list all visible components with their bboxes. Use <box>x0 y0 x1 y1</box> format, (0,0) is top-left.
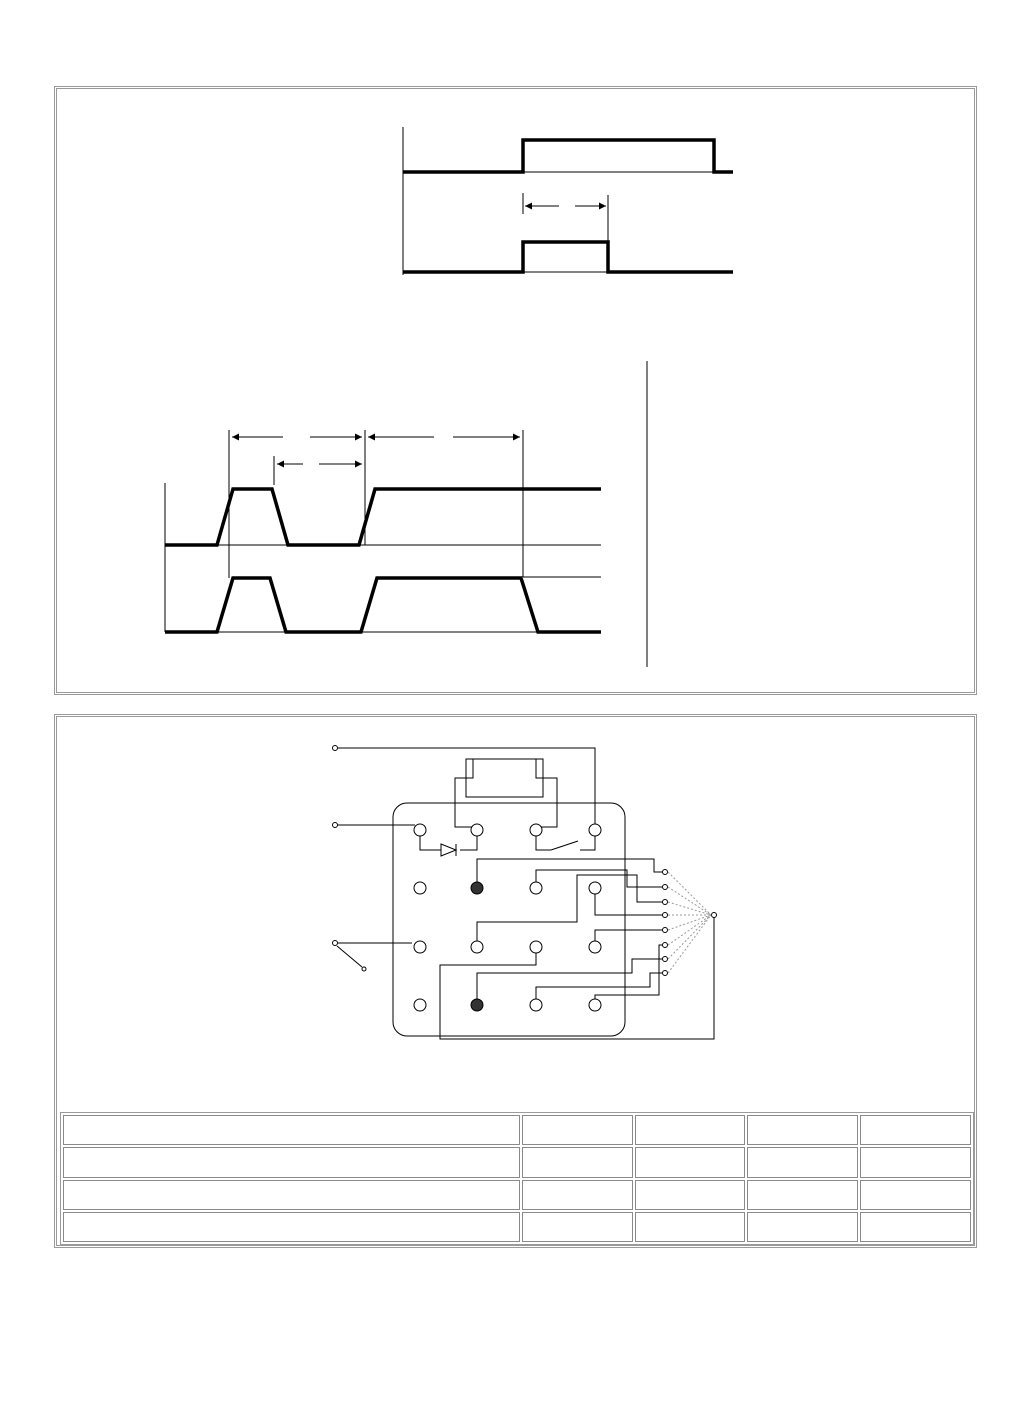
table-cell <box>634 1179 746 1210</box>
contact-lead-right <box>580 836 596 851</box>
pin-6 <box>470 881 484 895</box>
pin-12 <box>588 940 602 954</box>
pin-13 <box>413 998 427 1012</box>
connector-terminal-3 <box>662 899 668 905</box>
external-terminal-2 <box>332 822 338 828</box>
connector-terminal-5 <box>662 927 668 933</box>
external-terminal-3 <box>332 940 338 946</box>
table-cell <box>860 1211 971 1242</box>
coil-box <box>465 758 544 798</box>
table-cell <box>63 1211 520 1242</box>
table-cell <box>634 1211 746 1242</box>
pin-1 <box>413 823 427 837</box>
table-cell <box>63 1147 520 1178</box>
table-row <box>63 1115 971 1146</box>
connection-diagram <box>332 745 717 1040</box>
spec-table <box>60 1112 974 1245</box>
table-cell <box>63 1115 520 1146</box>
external-terminal-1 <box>332 745 338 751</box>
switch-contact <box>361 966 367 972</box>
wire-pin-11 <box>439 915 715 1040</box>
pin-14 <box>470 998 484 1012</box>
upper-timing-chart <box>402 127 733 275</box>
table-cell <box>521 1147 633 1178</box>
table-cell <box>747 1211 859 1242</box>
table-cell <box>521 1115 633 1146</box>
table-row <box>63 1211 971 1242</box>
diode-lead <box>419 836 478 851</box>
table-row <box>63 1179 971 1210</box>
lower-waveform-a <box>165 487 601 547</box>
pin-2 <box>470 823 484 837</box>
table-cell <box>747 1147 859 1178</box>
lower-waveform-b <box>165 576 601 634</box>
common-terminal <box>711 912 717 918</box>
upper-waveform-b <box>403 240 733 274</box>
selector-lines <box>667 871 712 974</box>
connector-terminal-2 <box>662 884 668 890</box>
connector-terminal-6 <box>662 942 668 948</box>
diode-symbol <box>440 843 458 857</box>
wire-pin-15 <box>535 972 662 999</box>
table-cell <box>521 1179 633 1210</box>
pin-15 <box>529 998 543 1012</box>
connector-terminal-4 <box>662 912 668 918</box>
timing-diagram-panel <box>54 86 977 695</box>
pin-8 <box>588 881 602 895</box>
pin-7 <box>529 881 543 895</box>
connector-terminal-7 <box>662 956 668 962</box>
contact-lead-left <box>535 836 551 851</box>
pin-11 <box>529 940 543 954</box>
pin-16 <box>588 998 602 1012</box>
relay-body <box>392 802 626 1037</box>
wire-pin-8 <box>594 894 662 916</box>
table-cell <box>860 1179 971 1210</box>
table-cell <box>860 1115 971 1146</box>
wire-pin-16 <box>594 944 662 999</box>
pin-4 <box>588 823 602 837</box>
pin-5 <box>413 881 427 895</box>
wire-pin-14 <box>476 958 662 999</box>
wire-pin-12 <box>594 929 662 941</box>
pin-10 <box>470 940 484 954</box>
table-cell <box>634 1147 746 1178</box>
connection-diagram-panel <box>54 714 977 1248</box>
table-cell <box>747 1115 859 1146</box>
timing-diagram <box>164 127 733 667</box>
pin-9 <box>413 940 427 954</box>
coil-lead-right <box>535 759 558 828</box>
coil-lead-left <box>454 759 474 828</box>
connector-terminal-8 <box>662 970 668 976</box>
lower-timing-chart <box>164 430 601 634</box>
table-cell <box>747 1179 859 1210</box>
wire-pin-7 <box>535 869 662 888</box>
switch-blade <box>336 945 363 968</box>
connector-terminal-1 <box>662 869 668 875</box>
pin-3 <box>529 823 543 837</box>
table-cell <box>634 1115 746 1146</box>
table-row <box>63 1147 971 1178</box>
upper-waveform-a <box>403 138 733 174</box>
wire-pin-10 <box>476 874 662 941</box>
wire-terminal-1 <box>338 747 596 824</box>
wire-pin-6 <box>476 858 662 882</box>
table-cell <box>521 1211 633 1242</box>
table-cell <box>860 1147 971 1178</box>
table-cell <box>63 1179 520 1210</box>
contact-blade <box>550 840 579 851</box>
